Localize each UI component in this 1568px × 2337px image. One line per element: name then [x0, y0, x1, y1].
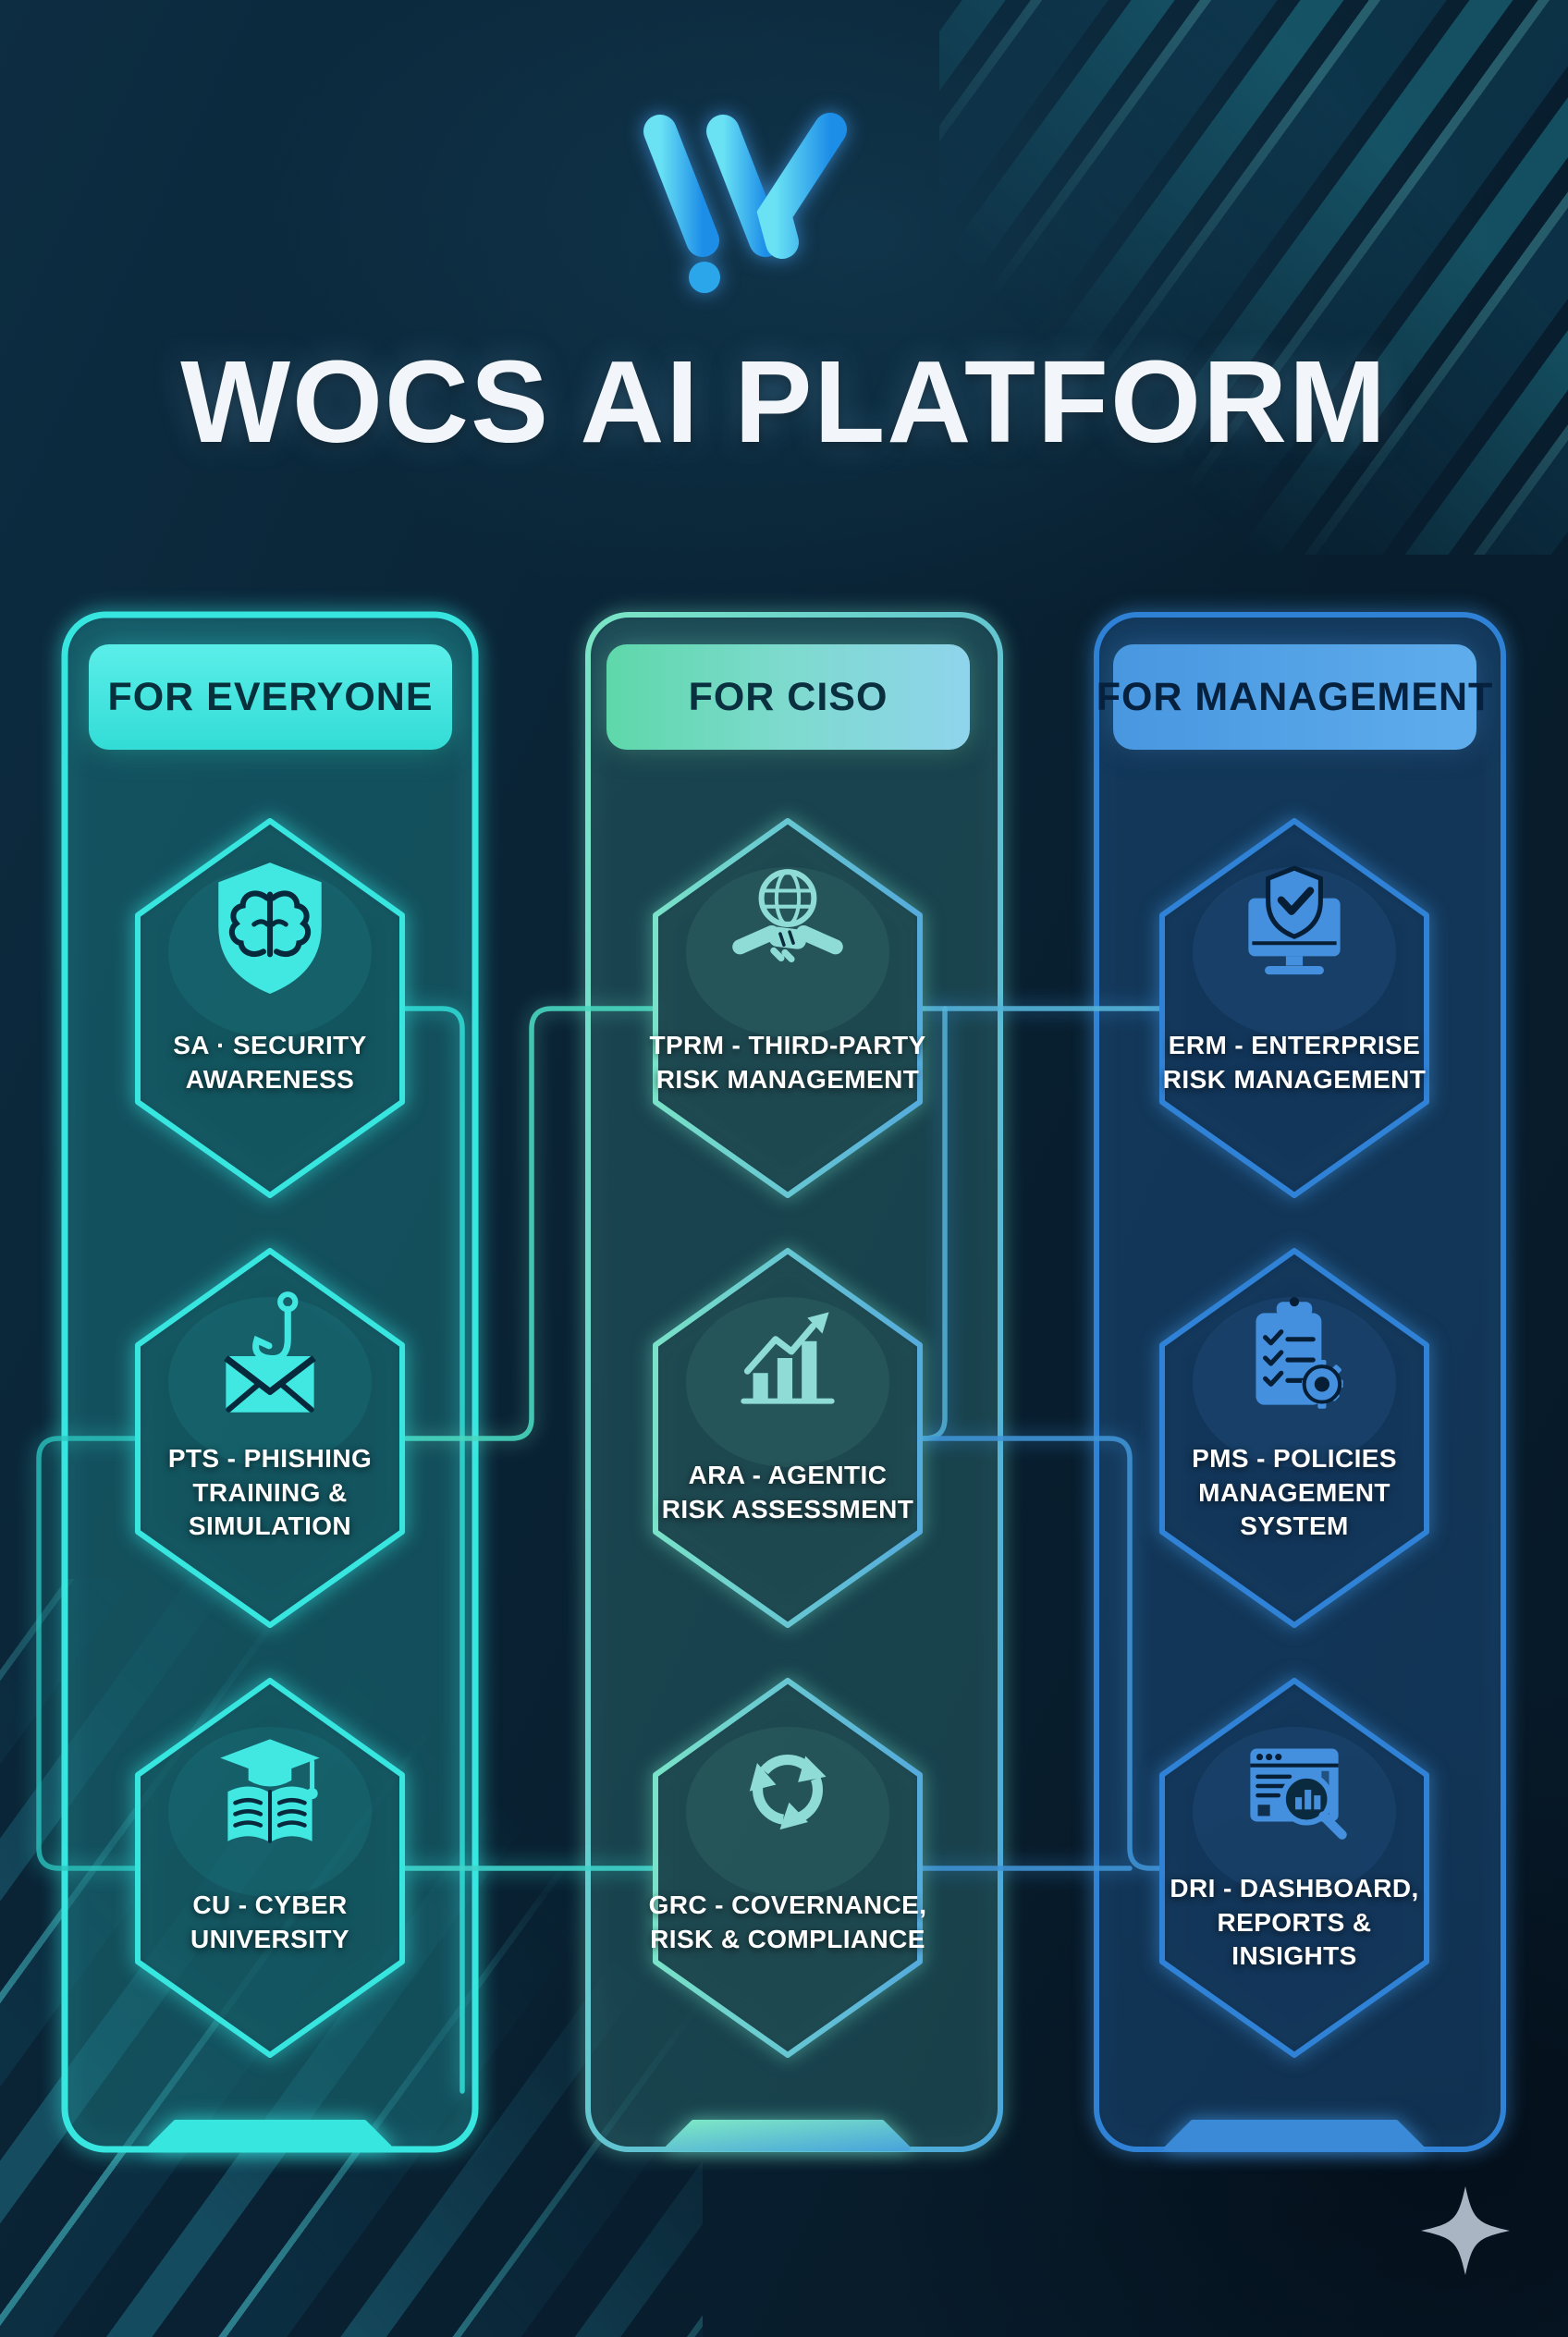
- diagonal-stripes-top-right: [939, 0, 1568, 555]
- hexagons-management: [1159, 818, 1429, 2058]
- sparkle-icon: [1421, 2186, 1510, 2275]
- globe-handshake-icon: [732, 869, 843, 962]
- phishing-email-hook-icon: [224, 1291, 316, 1413]
- item-label: PTS - PHISHING TRAINING & SIMULATION: [167, 1443, 373, 1541]
- item-label: GRC - COVERNANCE, RISK & COMPLIANCE: [648, 1890, 927, 1953]
- panel-management-tab: [1164, 2120, 1425, 2151]
- hexagons-ciso: [653, 818, 923, 2058]
- item-label: TPRM - THIRD-PARTY RISK MANAGEMENT: [649, 1031, 926, 1094]
- item-label: ERM - ENTERPRISE RISK MANAGEMENT: [1162, 1031, 1427, 1094]
- dashboard-search-icon: [1250, 1748, 1347, 1840]
- column-header-everyone: FOR EVERYONE: [89, 644, 452, 750]
- growth-chart-icon: [741, 1312, 835, 1404]
- item-governance-risk-compliance: GRC - COVERNANCE, RISK & COMPLIANCE: [649, 1678, 926, 2057]
- wocs-logo-icon: [643, 113, 852, 293]
- item-enterprise-risk: ERM - ENTERPRISE RISK MANAGEMENT: [1160, 818, 1428, 1197]
- column-header-ciso: FOR CISO: [606, 644, 970, 750]
- hexagons-everyone: [135, 818, 405, 2058]
- panel-ciso-tab: [665, 2120, 911, 2151]
- item-security-awareness: SA · SECURITY AWARENESS: [136, 818, 404, 1197]
- monitor-shield-check-icon: [1248, 865, 1341, 975]
- item-agentic-risk-assessment: ARA - AGENTIC RISK ASSESSMENT: [654, 1248, 922, 1627]
- item-label: ARA - AGENTIC RISK ASSESSMENT: [661, 1461, 914, 1523]
- clipboard-gear-icon: [1256, 1297, 1343, 1409]
- item-label: CU - CYBER UNIVERSITY: [190, 1890, 350, 1953]
- column-header-management: FOR MANAGEMENT: [1096, 644, 1492, 750]
- item-cyber-university: CU - CYBER UNIVERSITY: [136, 1678, 404, 2057]
- item-phishing-training: PTS - PHISHING TRAINING & SIMULATION: [136, 1248, 404, 1627]
- shield-brain-icon: [218, 863, 322, 994]
- item-label: PMS - POLICIES MANAGEMENT SYSTEM: [1192, 1443, 1397, 1541]
- graduation-book-icon: [220, 1739, 320, 1843]
- item-label: SA · SECURITY AWARENESS: [173, 1031, 367, 1094]
- circuit-traces: [36, 1006, 1165, 2094]
- item-policies-management: PMS - POLICIES MANAGEMENT SYSTEM: [1160, 1248, 1428, 1627]
- page-title: WOCS AI PLATFORM: [180, 336, 1388, 467]
- gear: [1302, 1360, 1343, 1409]
- item-dashboard-reports: DRI - DASHBOARD, REPORTS & INSIGHTS: [1160, 1678, 1428, 2057]
- item-third-party-risk: TPRM - THIRD-PARTY RISK MANAGEMENT: [649, 818, 925, 1197]
- item-label: DRI - DASHBOARD, REPORTS & INSIGHTS: [1170, 1873, 1419, 1971]
- panel-everyone-tab: [147, 2120, 393, 2151]
- recycle-icon: [749, 1755, 827, 1830]
